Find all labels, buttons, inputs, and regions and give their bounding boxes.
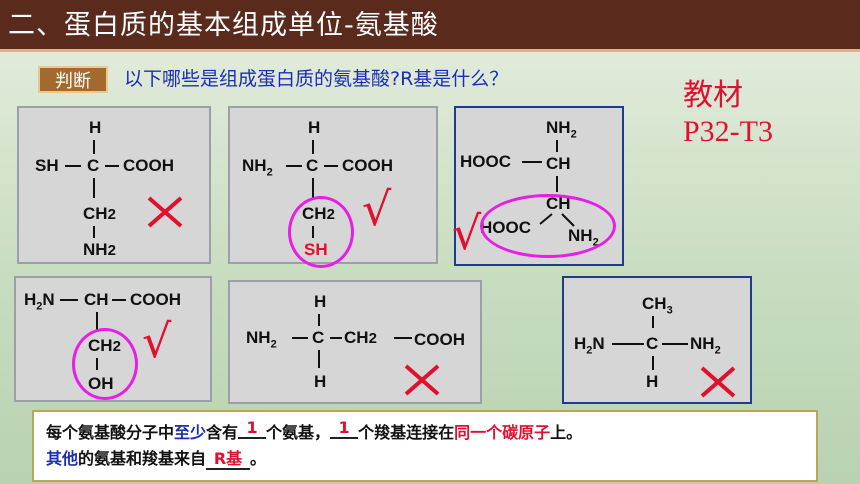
s1-ch2: CH2 [83, 204, 116, 223]
structure-card-3: NH2 HOOC CH CH HOOC NH2 √ [452, 106, 624, 266]
s3-nh2-top: NH2 [546, 118, 577, 141]
blank-amino-count: 1 [238, 419, 267, 439]
slide-title: 二、蛋白质的基本组成单位-氨基酸 [0, 0, 860, 52]
s3-ch-1: CH [546, 154, 571, 173]
s2-right-group: COOH [342, 156, 393, 175]
question-text: 以下哪些是组成蛋白质的氨基酸?R基是什么？ [124, 68, 509, 90]
textbook-reference: 教材 P32-T3 [683, 78, 773, 150]
s4-center-ch: CH [84, 290, 109, 309]
r-group-circle [480, 194, 616, 258]
s2-top-h: H [308, 118, 321, 137]
s4-right-group: COOH [130, 290, 181, 309]
s5-center-c: C [312, 328, 325, 347]
cross-icon [147, 196, 183, 228]
s2-left-group: NH2 [242, 156, 273, 179]
s4-left-group: H2N [24, 290, 55, 313]
s1-top-h: H [89, 118, 102, 137]
s5-bottom-h: H [314, 372, 327, 391]
r-group-circle [288, 196, 354, 268]
s2-center-c: C [306, 156, 319, 175]
s6-left-group: H2N [574, 334, 605, 357]
blank-carboxyl-count: 1 [330, 419, 359, 439]
s1-nh2: NH2 [83, 240, 116, 259]
s5-right-group: COOH [414, 330, 465, 349]
s6-center-c: C [646, 334, 659, 353]
s3-hooc-1: HOOC [460, 152, 511, 171]
reference-line-2: P32-T3 [683, 115, 773, 148]
s6-ch3: CH3 [642, 294, 673, 317]
s1-left-group: SH [35, 156, 59, 175]
blank-r-group: R基 [206, 450, 251, 470]
s1-center-c: C [87, 156, 100, 175]
structure-card-5: H NH2 C CH2 COOH H [228, 280, 482, 404]
check-mark-icon: √ [452, 206, 482, 260]
s5-top-h: H [314, 292, 327, 311]
cross-icon [700, 366, 736, 398]
structure-card-1: H SH C COOH CH2 NH2 [17, 106, 211, 264]
reference-line-1: 教材 [683, 79, 743, 112]
s6-right-group: NH2 [690, 334, 721, 357]
structure-card-4: H2N CH COOH CH2 OH √ [14, 276, 212, 402]
check-mark-icon: √ [142, 314, 172, 368]
cross-icon [404, 364, 440, 396]
check-mark-icon: √ [362, 182, 392, 236]
structure-card-6: CH3 H2N C NH2 H [562, 276, 752, 404]
s5-ch2: CH2 [344, 328, 377, 347]
structure-card-2: H NH2 C COOH CH2 SH √ [228, 106, 438, 268]
r-group-circle [72, 328, 138, 400]
s1-right-group: COOH [123, 156, 174, 175]
s5-left-group: NH2 [246, 328, 277, 351]
s6-bottom-h: H [646, 372, 659, 391]
judge-tag: 判断 [38, 66, 108, 93]
